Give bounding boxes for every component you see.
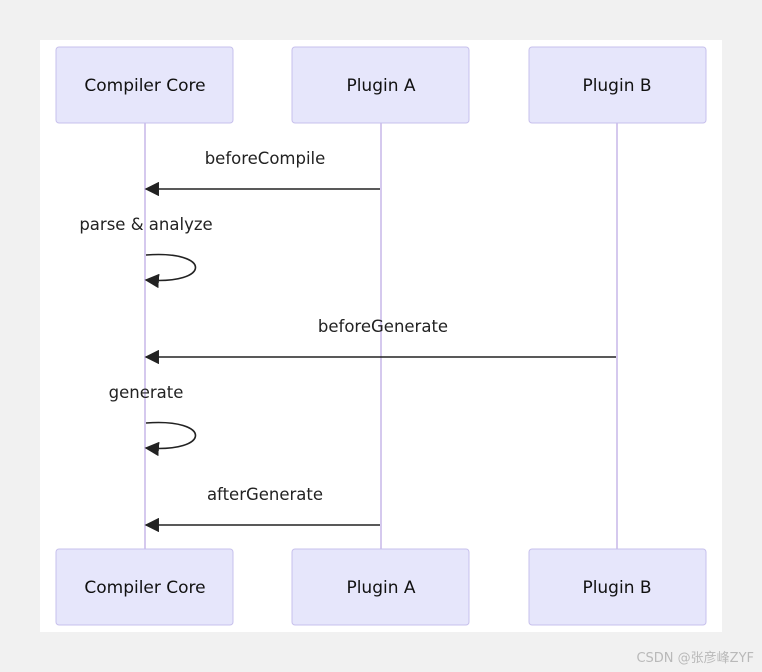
actor-plugin-b-top: Plugin B bbox=[528, 46, 707, 124]
watermark: CSDN @张彦峰ZYF bbox=[636, 651, 754, 666]
message-generate: generate bbox=[109, 383, 197, 457]
self-message-arrow bbox=[144, 253, 197, 289]
message-label: afterGenerate bbox=[207, 485, 323, 504]
message-label: beforeGenerate bbox=[318, 317, 448, 336]
actor-label: Plugin B bbox=[582, 578, 651, 598]
actor-label: Plugin A bbox=[346, 76, 415, 96]
message-after-generate: afterGenerate bbox=[144, 485, 380, 533]
message-before-compile: beforeCompile bbox=[144, 149, 380, 197]
message-parse-analyze: parse & analyze bbox=[79, 215, 213, 289]
actor-compiler-core-top: Compiler Core bbox=[55, 46, 234, 124]
message-label: beforeCompile bbox=[205, 149, 326, 168]
actor-compiler-core-bottom: Compiler Core bbox=[55, 548, 234, 626]
actor-label: Plugin A bbox=[346, 578, 415, 598]
self-message-arrow bbox=[144, 421, 197, 457]
actor-plugin-b-bottom: Plugin B bbox=[528, 548, 707, 626]
message-before-generate: beforeGenerate bbox=[144, 317, 616, 365]
message-label: generate bbox=[109, 383, 184, 402]
actor-label: Plugin B bbox=[582, 76, 651, 96]
message-label: parse & analyze bbox=[79, 215, 212, 234]
actor-plugin-a-bottom: Plugin A bbox=[291, 548, 470, 626]
actor-plugin-a-top: Plugin A bbox=[291, 46, 470, 124]
actor-label: Compiler Core bbox=[84, 76, 205, 96]
actor-label: Compiler Core bbox=[84, 578, 205, 598]
